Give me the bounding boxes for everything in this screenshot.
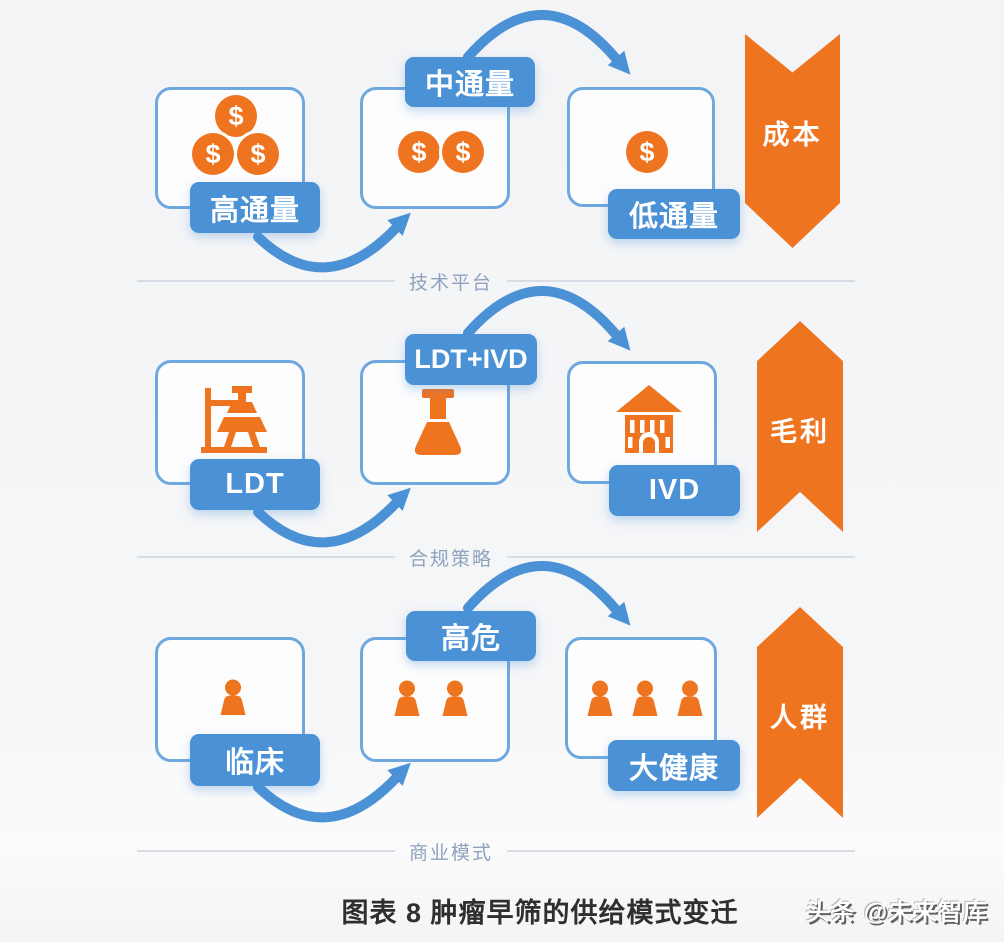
hospital-building-icon: [616, 385, 682, 453]
label-big-health: 大健康: [608, 740, 740, 791]
dollar-coin-icon: $: [398, 131, 440, 173]
coin-symbol: $: [455, 136, 471, 167]
arrow-ldt-to-ldtivd: [253, 487, 411, 548]
arrow-mid-to-low-throughput: [463, 10, 631, 75]
coin-symbol: $: [639, 136, 655, 167]
label-ivd: IVD: [609, 465, 740, 516]
divider-tech-platform-label: 技术平台: [409, 272, 494, 294]
dollar-coin-icon: $: [192, 133, 234, 175]
coin-symbol: $: [228, 100, 244, 131]
ribbon-gross-margin: 毛利: [757, 321, 843, 532]
figure-caption: 图表 8 肿瘤早筛的供给模式变迁: [341, 898, 739, 928]
ribbon-cost: 成本: [745, 34, 840, 248]
lab-stand-icon: [201, 386, 267, 453]
ribbon-population: 人群: [757, 607, 843, 818]
ribbon-population-label: 人群: [770, 703, 830, 733]
coin-symbol: $: [411, 136, 427, 167]
divider-compliance-strategy: 合规策略: [137, 544, 855, 570]
arrow-highrisk-to-bighealth: [463, 561, 631, 626]
divider-compliance-strategy-label: 合规策略: [409, 548, 494, 570]
label-ldt: LDT: [190, 459, 320, 510]
flask-icon: [414, 389, 462, 455]
person-icon: [220, 679, 246, 715]
label-high-risk: 高危: [406, 611, 536, 661]
person-icon: [587, 680, 613, 716]
divider-business-model-label: 商业模式: [409, 842, 494, 864]
dollar-coin-icon: $: [626, 131, 668, 173]
arrow-clinical-to-highrisk: [253, 762, 411, 823]
person-icon: [442, 680, 468, 716]
divider-tech-platform: 技术平台: [137, 268, 855, 294]
coin-symbol: $: [250, 138, 266, 169]
watermark-toutiao: 头条 @未来智库: [805, 899, 988, 926]
arrow-high-to-mid-throughput: [253, 212, 411, 273]
coin-symbol: $: [205, 138, 221, 169]
person-icon: [632, 680, 658, 716]
dollar-coin-icon: $: [215, 95, 257, 137]
arrow-ldtivd-to-ivd: [463, 286, 631, 351]
label-high-throughput: 高通量: [190, 182, 320, 233]
ribbon-cost-label: 成本: [762, 119, 823, 150]
dollar-coin-icon: $: [442, 131, 484, 173]
label-mid-throughput: 中通量: [405, 57, 535, 107]
label-low-throughput: 低通量: [608, 189, 740, 239]
divider-business-model: 商业模式: [137, 838, 855, 864]
label-clinical: 临床: [190, 734, 320, 786]
person-icon: [677, 680, 703, 716]
label-ldt-ivd: LDT+IVD: [405, 334, 537, 385]
ribbon-gross-margin-label: 毛利: [770, 417, 830, 447]
person-icon: [394, 680, 420, 716]
dollar-coin-icon: $: [237, 133, 279, 175]
